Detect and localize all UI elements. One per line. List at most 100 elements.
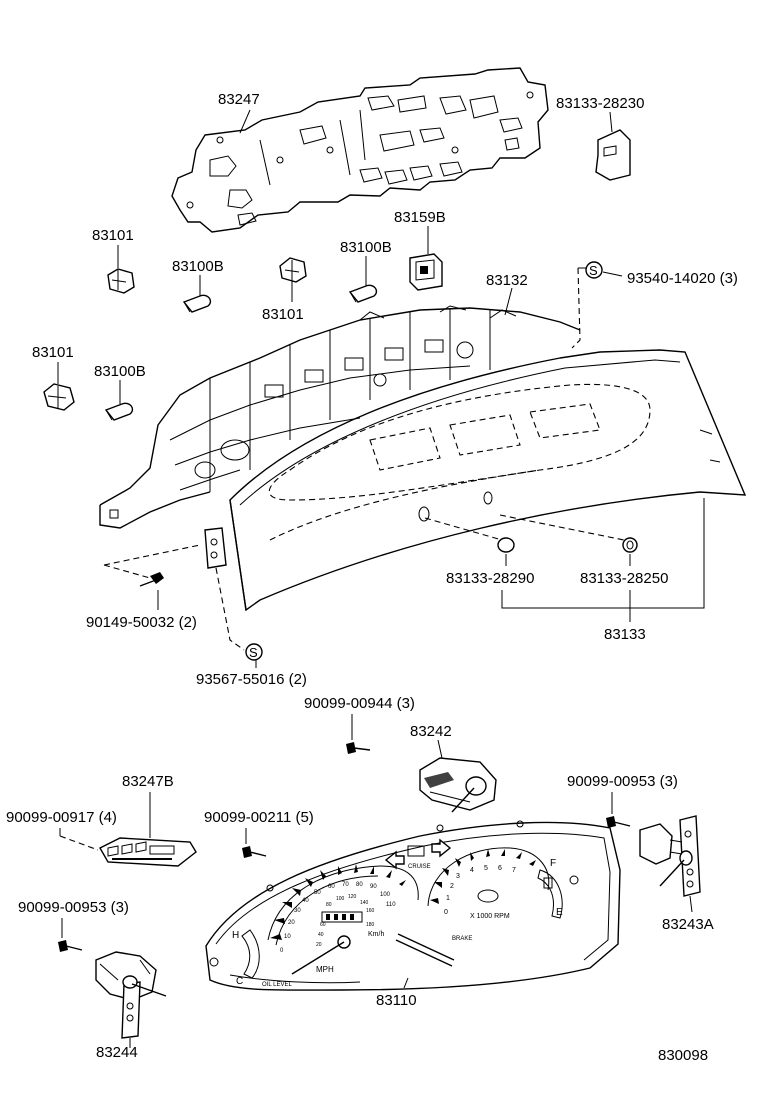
- callout-83159b: 83159B: [394, 209, 446, 226]
- label-h: H: [232, 930, 239, 941]
- part-83100b-bulb-b: [348, 284, 378, 303]
- marker-s-93567: S: [245, 643, 263, 661]
- part-83133-28250-clip: [622, 537, 638, 553]
- turn-signal-left-icon: [384, 850, 405, 870]
- case-mounting-tab: [204, 527, 227, 569]
- svg-text:0: 0: [444, 909, 448, 916]
- svg-text:180: 180: [366, 922, 375, 928]
- svg-text:90: 90: [370, 884, 377, 890]
- label-f: F: [550, 858, 556, 869]
- callout-83101-b: 83101: [262, 306, 304, 323]
- label-oil-level: OIL LEVEL: [262, 982, 292, 988]
- rpm-tick-labels: 0 1 2 3 4 5 6 7: [444, 865, 516, 916]
- svg-text:2: 2: [450, 883, 454, 890]
- part-90149-50032-screw: [139, 572, 164, 587]
- svg-text:10: 10: [284, 934, 291, 940]
- marker-s-93540: S: [585, 261, 603, 279]
- part-90099-00953-screw-a: [606, 816, 631, 828]
- svg-text:1: 1: [446, 895, 450, 902]
- part-83110-meter-assembly: MPH Km/h X 1000 RPM CRUISE OIL LEVEL BRA…: [205, 820, 621, 991]
- label-cruise: CRUISE: [408, 864, 431, 870]
- svg-text:5: 5: [484, 865, 488, 872]
- svg-text:30: 30: [294, 908, 301, 914]
- part-83133-28290-clip: [497, 537, 515, 553]
- callout-83247: 83247: [218, 91, 260, 108]
- svg-text:S: S: [249, 645, 258, 660]
- diagram-id: 830098: [658, 1047, 708, 1064]
- label-e: E: [556, 907, 563, 918]
- turn-signal-right-icon: [431, 838, 452, 858]
- part-83100b-bulb-a: [182, 294, 212, 313]
- svg-text:60: 60: [328, 884, 335, 890]
- part-83133-28230-clip: [595, 129, 631, 181]
- callout-83243a: 83243A: [662, 916, 714, 933]
- svg-text:20: 20: [316, 942, 322, 948]
- part-83133-cluster-glass: [229, 349, 747, 612]
- label-rpm: X 1000 RPM: [470, 913, 510, 920]
- callout-83110: 83110: [376, 992, 417, 1009]
- part-83101-socket-b: [279, 257, 307, 283]
- svg-text:0: 0: [280, 948, 284, 954]
- kmh-tick-labels: 20 40 60 80 100 120 140 160 180: [316, 894, 375, 948]
- callout-83133-28230: 83133-28230: [556, 95, 644, 112]
- svg-text:S: S: [589, 263, 598, 278]
- part-83100b-bulb-c: [104, 402, 134, 421]
- callout-83247b: 83247B: [122, 773, 174, 790]
- tachometer-dial: [427, 847, 550, 907]
- part-83243a-gauge: [639, 815, 701, 897]
- svg-text:70: 70: [342, 882, 349, 888]
- callout-83133-28250: 83133-28250: [580, 570, 668, 587]
- callout-83101-a: 83101: [92, 227, 134, 244]
- svg-text:6: 6: [498, 865, 502, 872]
- svg-text:40: 40: [318, 932, 324, 938]
- svg-text:4: 4: [470, 867, 474, 874]
- callout-83244: 83244: [96, 1044, 138, 1061]
- fuel-gauge: [537, 869, 563, 919]
- svg-text:160: 160: [366, 908, 375, 914]
- callout-90099-00944: 90099-00944 (3): [304, 695, 415, 712]
- svg-text:60: 60: [320, 922, 326, 928]
- part-83242-gauge: [419, 757, 497, 813]
- part-83101-socket-c: [43, 383, 75, 411]
- temperature-gauge: [241, 929, 260, 979]
- callout-83100b-a: 83100B: [172, 258, 224, 275]
- speedometer-dial: [267, 865, 419, 941]
- svg-text:80: 80: [326, 902, 332, 908]
- svg-text:50: 50: [314, 890, 321, 896]
- part-83247b-circuit-plate: [99, 837, 197, 867]
- svg-text:3: 3: [456, 873, 460, 880]
- callout-90099-00953-a: 90099-00953 (3): [567, 773, 678, 790]
- svg-text:7: 7: [512, 867, 516, 874]
- part-83244-gauge: [95, 951, 167, 1039]
- cruise-indicator: [407, 845, 425, 857]
- part-83247-circuit-plate: [171, 67, 549, 233]
- part-83132-cluster-case: [99, 305, 581, 529]
- svg-text:20: 20: [288, 920, 295, 926]
- label-c: C: [236, 976, 243, 987]
- part-90099-00953-screw-b: [58, 940, 83, 952]
- callout-83100b-b: 83100B: [340, 239, 392, 256]
- part-90099-00211-screw: [242, 846, 267, 858]
- part-83159b-switch: [409, 253, 443, 291]
- svg-text:100: 100: [380, 892, 391, 898]
- callout-83100b-c: 83100B: [94, 363, 146, 380]
- svg-text:140: 140: [360, 900, 369, 906]
- callout-90149-50032: 90149-50032 (2): [86, 614, 197, 631]
- svg-text:100: 100: [336, 896, 345, 902]
- speed-tick-labels: 0 10 20 30 40 50 60 70 80 90 100 110: [280, 882, 396, 954]
- svg-text:110: 110: [386, 902, 396, 908]
- svg-text:120: 120: [348, 894, 357, 900]
- callout-90099-00953-b: 90099-00953 (3): [18, 899, 129, 916]
- callout-90099-00917: 90099-00917 (4): [6, 809, 117, 826]
- svg-text:40: 40: [302, 898, 309, 904]
- svg-text:80: 80: [356, 882, 363, 888]
- callout-90099-00211: 90099-00211 (5): [204, 809, 314, 826]
- callout-83242: 83242: [410, 723, 452, 740]
- label-kmh: Km/h: [368, 931, 384, 938]
- callout-93540-14020: 93540-14020 (3): [627, 270, 738, 287]
- callout-83101-c: 83101: [32, 344, 74, 361]
- callout-83133: 83133: [604, 626, 646, 643]
- callout-83133-28290: 83133-28290: [446, 570, 534, 587]
- callout-83132: 83132: [486, 272, 528, 289]
